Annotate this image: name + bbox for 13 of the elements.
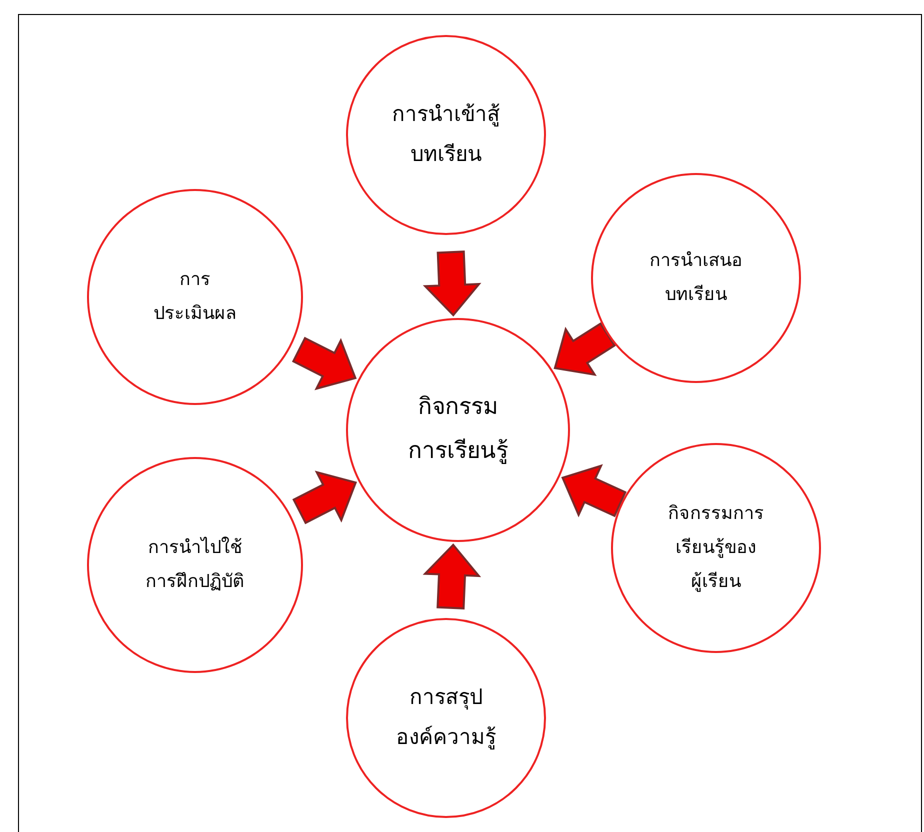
block-arrow — [422, 543, 482, 610]
block-arrow — [292, 336, 357, 390]
node-text: การ ประเมินผล — [154, 268, 236, 326]
block-arrow — [422, 250, 482, 317]
node-text: การนำไปใช้ การฝึกปฏิบัติ — [146, 536, 244, 594]
node-text: กิจกรรมการ เรียนรู้ของ ผู้เรียน — [668, 502, 764, 594]
node-text: กิจกรรม การเรียนรู้ — [408, 393, 508, 466]
node-text: การสรุป องค์ความรู้ — [396, 684, 496, 752]
block-arrow — [292, 470, 358, 524]
block-arrow — [554, 322, 616, 376]
block-arrow — [561, 464, 627, 518]
node-text: การนำเสนอ บทเรียน — [650, 248, 742, 307]
node-text: การนำเข้าสู้ บทเรียน — [392, 101, 500, 168]
